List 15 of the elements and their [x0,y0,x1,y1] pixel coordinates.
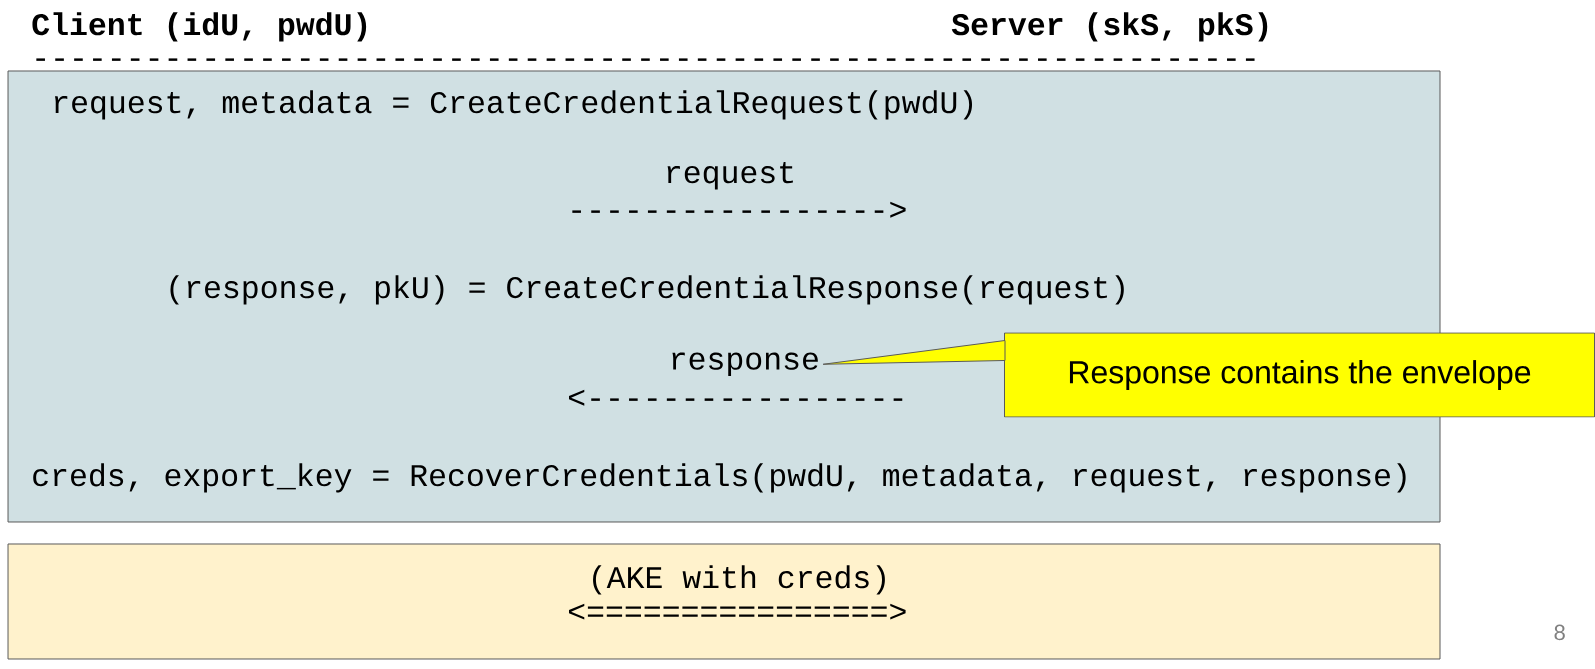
separator-line: ----------------------------------------------------------------- [36,58,1255,61]
code-line: (AKE with creds) [593,565,885,595]
code-line: request, metadata = CreateCredentialRequest(pwdU) [54,90,972,120]
code-line: response [672,352,818,377]
code-line: <================> [569,603,906,620]
column-heading: Client (idU, pwdU) [32,12,367,42]
code-line: (response, pkU) = CreateCredentialResponse(request) [170,275,1124,305]
leader-line [822,340,1006,365]
column-heading: Server (skS, pkS) [951,12,1268,42]
code-line: creds, export_key = RecoverCredentials(pwdU, metadata, request, response) [33,463,1406,493]
callout-box: Response contains the envelope [1004,332,1595,418]
code-line: request [667,162,793,190]
page-number: 8 [1554,624,1565,641]
code-line: <----------------- [569,389,903,406]
code-line: -----------------> [572,201,906,218]
